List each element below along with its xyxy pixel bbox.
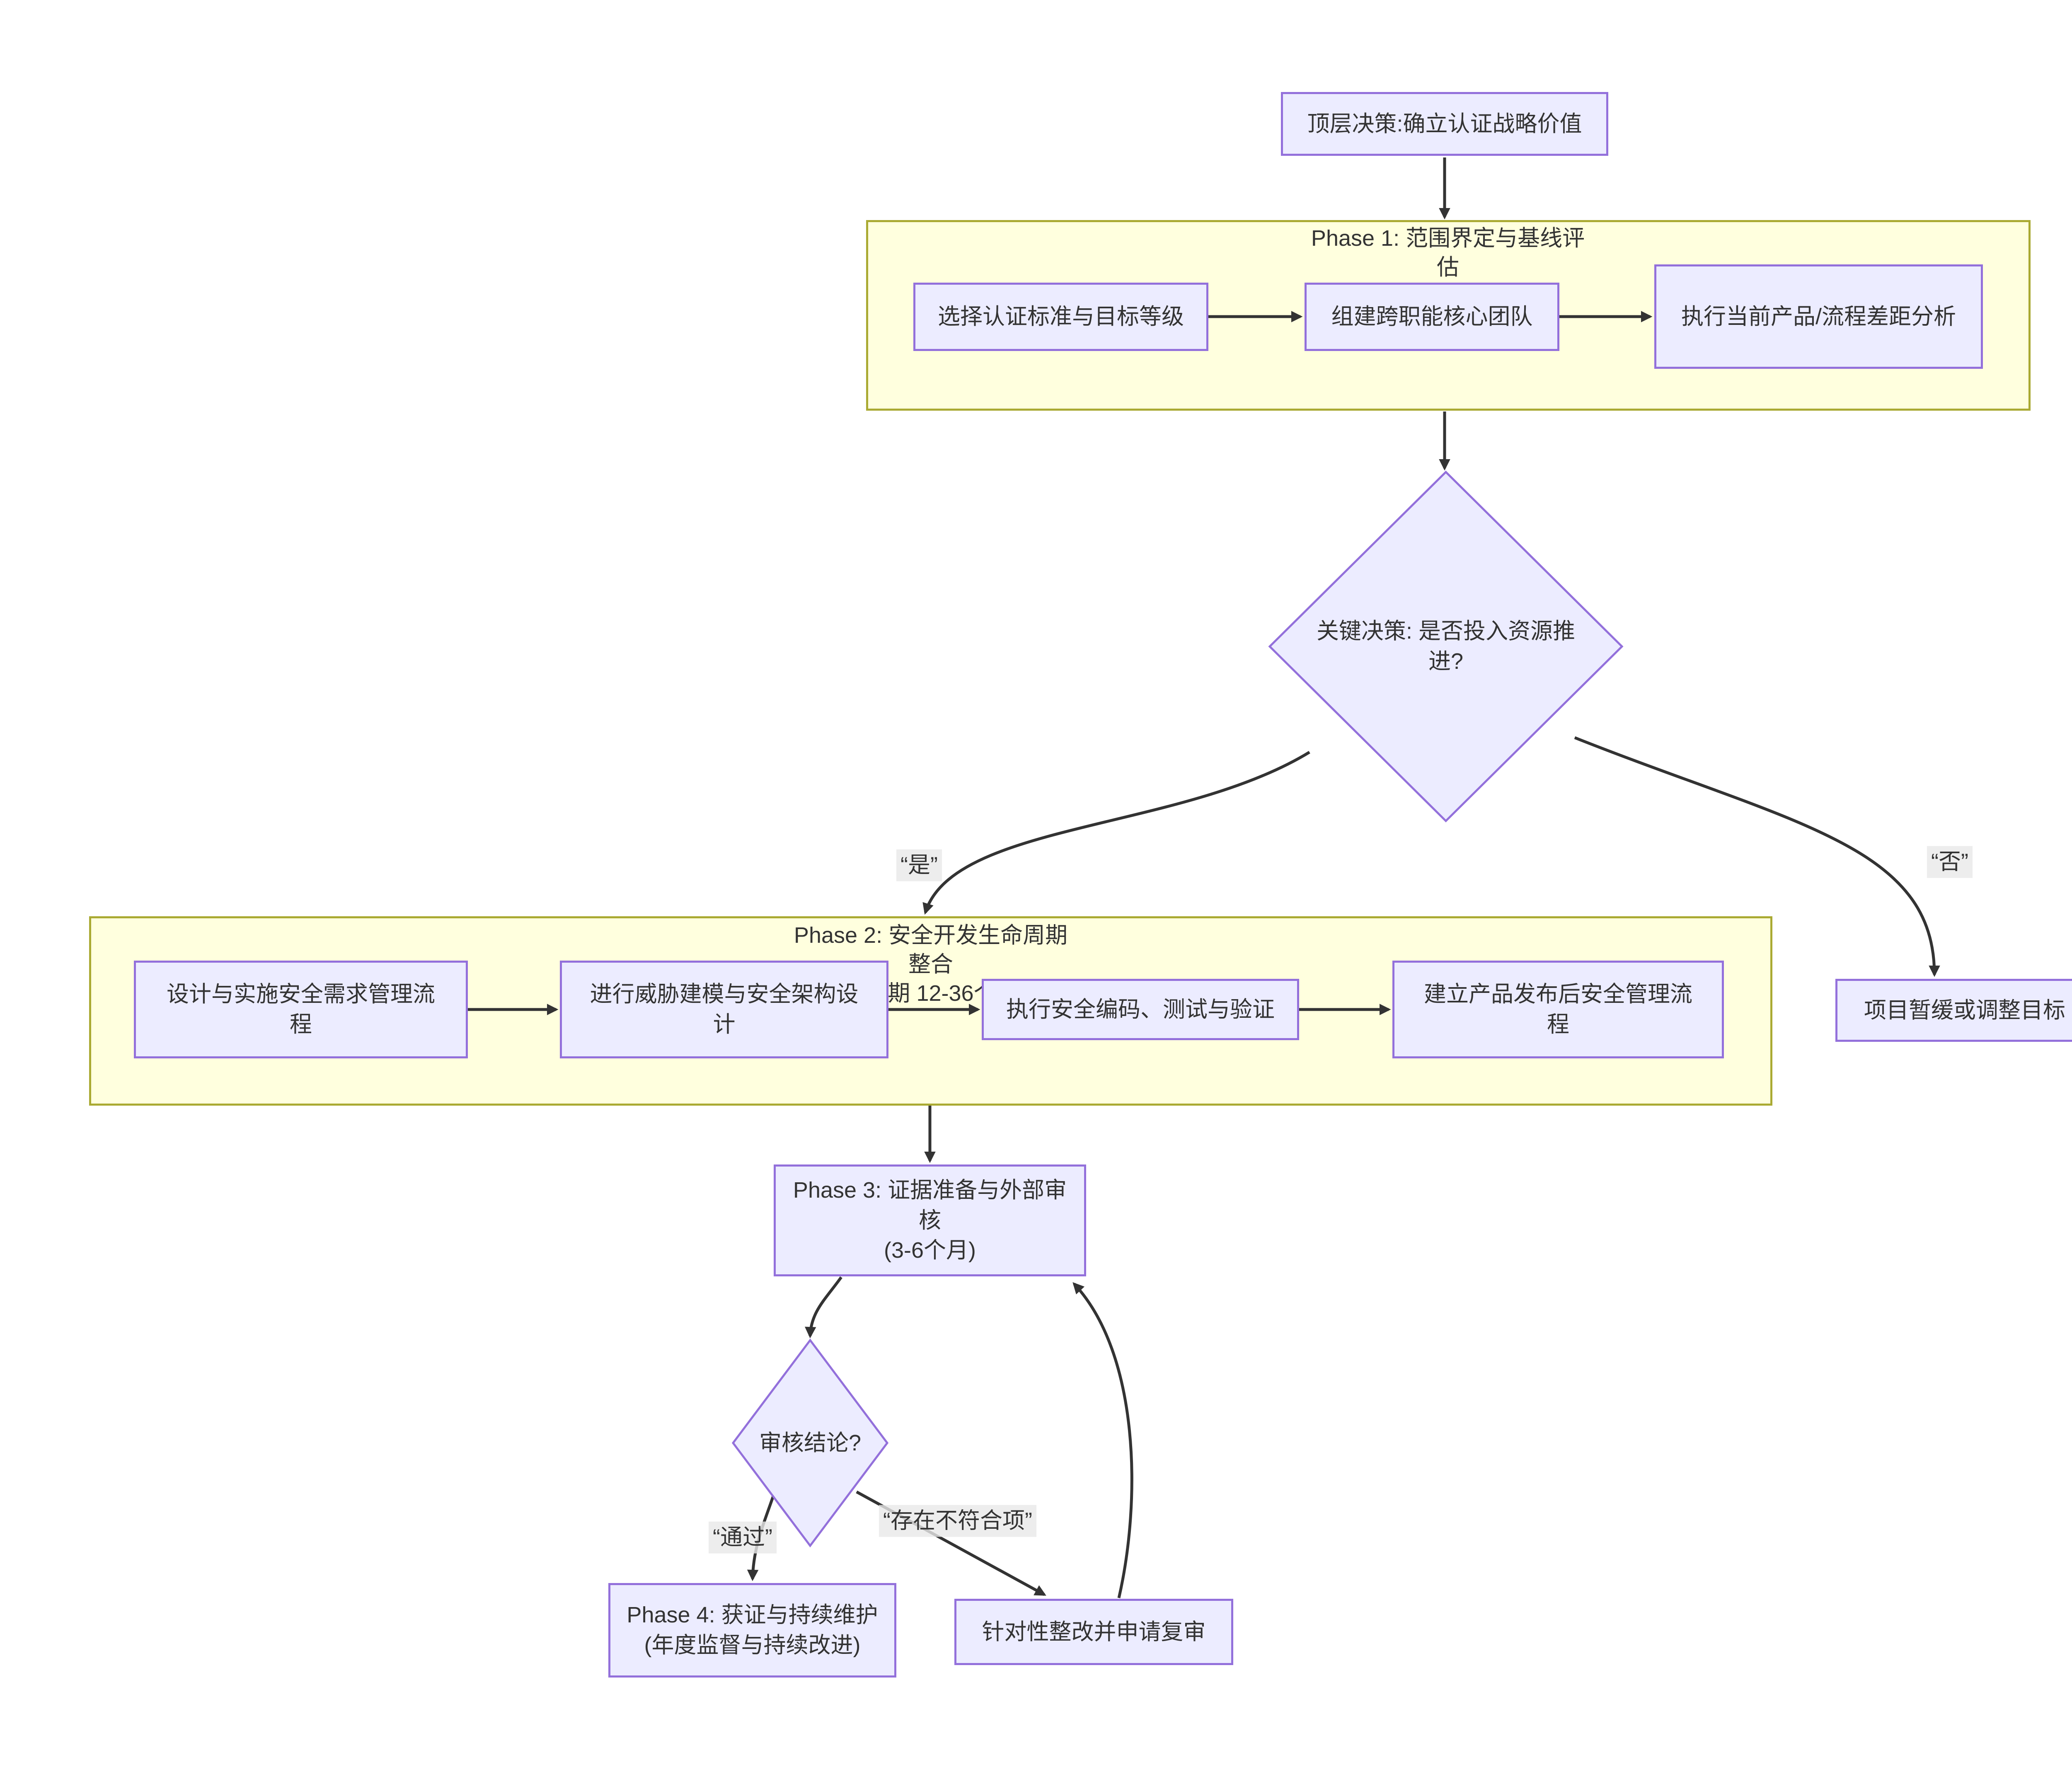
- node-audit-decision-text: 审核结论?: [733, 1340, 887, 1546]
- invest-decision-diamond: [1268, 470, 1624, 823]
- edge-label-yes: “是”: [896, 849, 942, 881]
- node-invest-decision-text: 关键决策: 是否投入资源推进?: [1270, 472, 1622, 821]
- node-p1-gap-analysis-label: 执行当前产品/流程差距分析: [1681, 304, 1956, 329]
- node-rework-label: 针对性整改并申请复审: [982, 1619, 1206, 1644]
- node-p1-gap-analysis: 执行当前产品/流程差距分析: [1654, 264, 1983, 369]
- node-audit-decision-label: 审核结论?: [759, 1430, 862, 1455]
- node-phase3-audit: Phase 3: 证据准备与外部审核 (3-6个月): [774, 1164, 1086, 1276]
- node-pause-project: 项目暂缓或调整目标: [1835, 979, 2072, 1042]
- edge-decision-no: [1574, 736, 1940, 977]
- node-p2-secure-coding: 执行安全编码、测试与验证: [982, 979, 1299, 1040]
- node-invest-decision-label: 关键决策: 是否投入资源推进?: [1316, 619, 1575, 674]
- node-p2-secure-coding-label: 执行安全编码、测试与验证: [1006, 997, 1275, 1022]
- audit-decision-diamond: [731, 1338, 889, 1548]
- node-top-decision-label: 顶层决策:确立认证战略价值: [1307, 111, 1582, 136]
- node-p2-requirements: 设计与实施安全需求管理流程: [134, 961, 468, 1058]
- edge-label-pass: “通过”: [709, 1521, 777, 1554]
- node-p2-threat-model: 进行威胁建模与安全架构设计: [560, 961, 888, 1058]
- edge-label-no: “否”: [1927, 846, 1973, 878]
- node-p1-build-team: 组建跨职能核心团队: [1305, 283, 1559, 351]
- node-p2-post-release-label: 建立产品发布后安全管理流程: [1424, 982, 1692, 1037]
- node-p1-select-standard-label: 选择认证标准与目标等级: [938, 304, 1184, 329]
- node-p1-select-standard: 选择认证标准与目标等级: [913, 283, 1208, 351]
- node-p2-threat-model-label: 进行威胁建模与安全架构设计: [590, 982, 859, 1037]
- edge-phase3-to-audit: [805, 1276, 842, 1339]
- node-phase4-maintain-label: Phase 4: 获证与持续维护 (年度监督与持续改进): [627, 1603, 878, 1658]
- node-p2-requirements-label: 设计与实施安全需求管理流程: [167, 982, 435, 1037]
- node-p2-post-release: 建立产品发布后安全管理流程: [1392, 961, 1724, 1058]
- edge-decision-yes: [922, 751, 1310, 915]
- node-top-decision: 顶层决策:确立认证战略价值: [1281, 92, 1608, 156]
- node-p1-build-team-label: 组建跨职能核心团队: [1331, 304, 1533, 329]
- node-pause-project-label: 项目暂缓或调整目标: [1864, 997, 2065, 1023]
- node-rework: 针对性整改并申请复审: [954, 1599, 1233, 1665]
- edge-label-nonconformity: “存在不符合项”: [879, 1505, 1036, 1537]
- node-phase3-audit-label: Phase 3: 证据准备与外部审核 (3-6个月): [793, 1177, 1067, 1263]
- node-phase4-maintain: Phase 4: 获证与持续维护 (年度监督与持续改进): [608, 1583, 896, 1678]
- phase1-title: Phase 1: 范围界定与基线评估: [1311, 226, 1585, 280]
- edge-rework-to-phase3: [1072, 1282, 1133, 1598]
